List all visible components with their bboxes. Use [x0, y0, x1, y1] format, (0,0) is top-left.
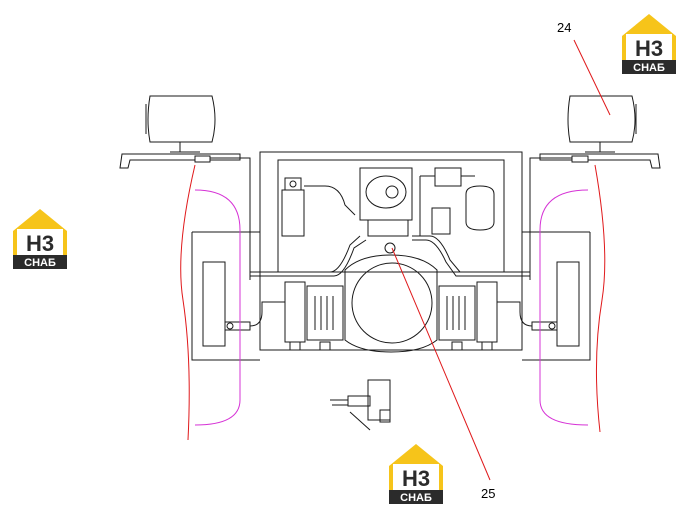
left-wheel-hub [202, 261, 285, 347]
logo-text-top: H3 [26, 231, 54, 256]
light-mount-bar-right [529, 153, 661, 280]
logo-text-top: H3 [635, 36, 663, 61]
logo-bottom-center: H3 CHAБ [389, 444, 443, 504]
left-brake-cluster [284, 281, 344, 351]
leader-25 [391, 247, 491, 481]
callout-24: 24 [557, 20, 572, 35]
valve-block-center [359, 167, 413, 254]
differential-housing [344, 254, 438, 353]
right-wheel-hub [497, 261, 580, 347]
chassis-frame [191, 151, 591, 361]
right-headlight [567, 95, 637, 153]
inset-valve-detail [330, 379, 391, 431]
logo-text-top: H3 [402, 466, 430, 491]
logo-top-right: H3 CHAБ [622, 14, 676, 74]
left-headlight [145, 95, 216, 153]
callout-25: 25 [481, 486, 496, 501]
light-mount-bar-left [119, 153, 251, 280]
accumulator-unit [420, 167, 495, 235]
filter-unit [281, 177, 356, 237]
logo-text-bottom: CHAБ [400, 492, 432, 504]
tire-edges [180, 164, 606, 441]
logo-text-bottom: CHAБ [24, 257, 56, 269]
logo-text-bottom: CHAБ [633, 62, 665, 74]
right-brake-cluster [438, 281, 498, 351]
logo-left: H3 CHAБ [13, 209, 67, 269]
hydraulic-lines [250, 176, 530, 277]
tire-outlines [194, 189, 589, 426]
leader-24 [573, 39, 611, 116]
